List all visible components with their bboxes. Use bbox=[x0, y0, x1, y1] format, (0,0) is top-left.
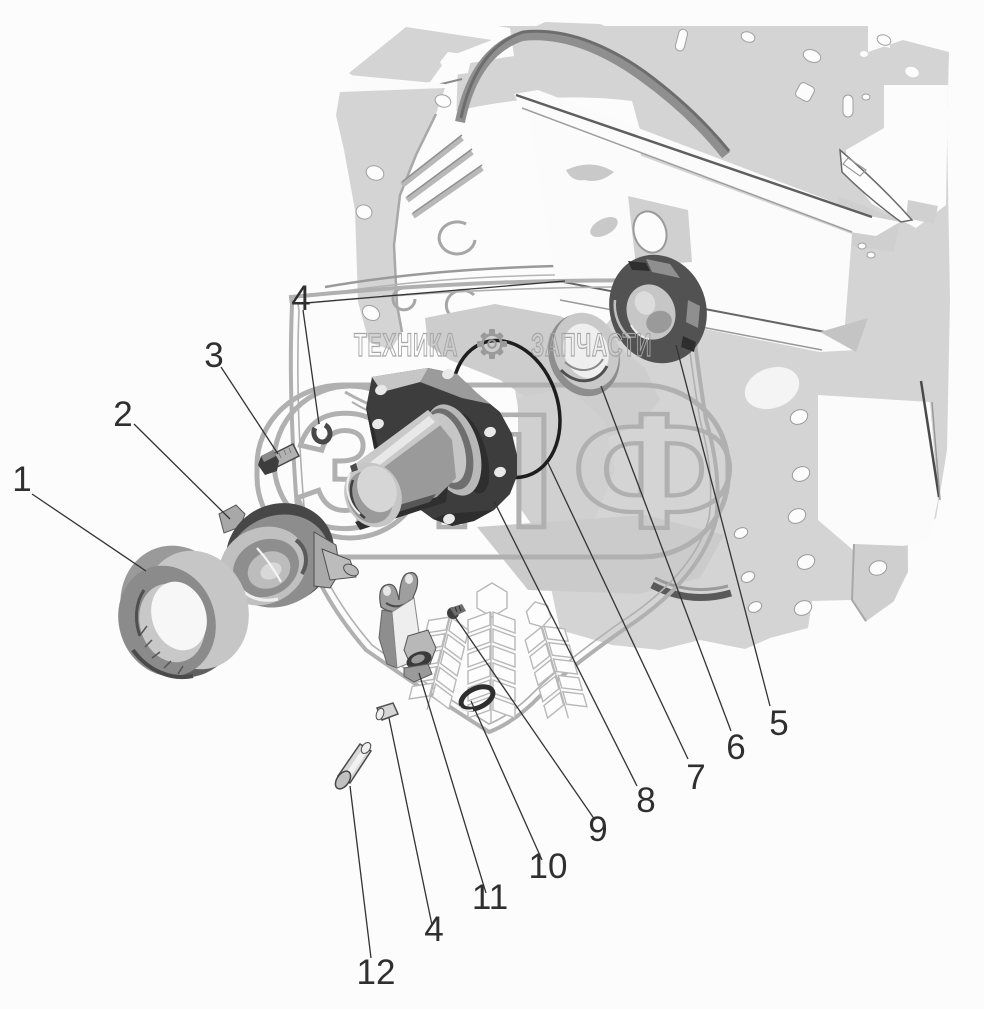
svg-text:4: 4 bbox=[291, 279, 310, 318]
svg-text:11: 11 bbox=[472, 878, 508, 917]
svg-text:3: 3 bbox=[204, 336, 223, 375]
svg-text:Ф: Ф bbox=[572, 380, 736, 562]
svg-text:9: 9 bbox=[588, 810, 607, 849]
svg-text:10: 10 bbox=[529, 847, 568, 886]
svg-text:ЗАПЧАСТИ: ЗАПЧАСТИ bbox=[531, 326, 652, 363]
svg-text:5: 5 bbox=[769, 704, 788, 743]
svg-text:1: 1 bbox=[12, 460, 31, 499]
svg-text:6: 6 bbox=[726, 728, 745, 767]
svg-text:2: 2 bbox=[113, 395, 132, 434]
svg-text:12: 12 bbox=[357, 953, 396, 992]
svg-text:4: 4 bbox=[424, 910, 443, 949]
svg-text:7: 7 bbox=[686, 758, 705, 797]
svg-text:8: 8 bbox=[636, 781, 655, 820]
svg-text:ТЕХНИКА: ТЕХНИКА bbox=[354, 326, 458, 363]
